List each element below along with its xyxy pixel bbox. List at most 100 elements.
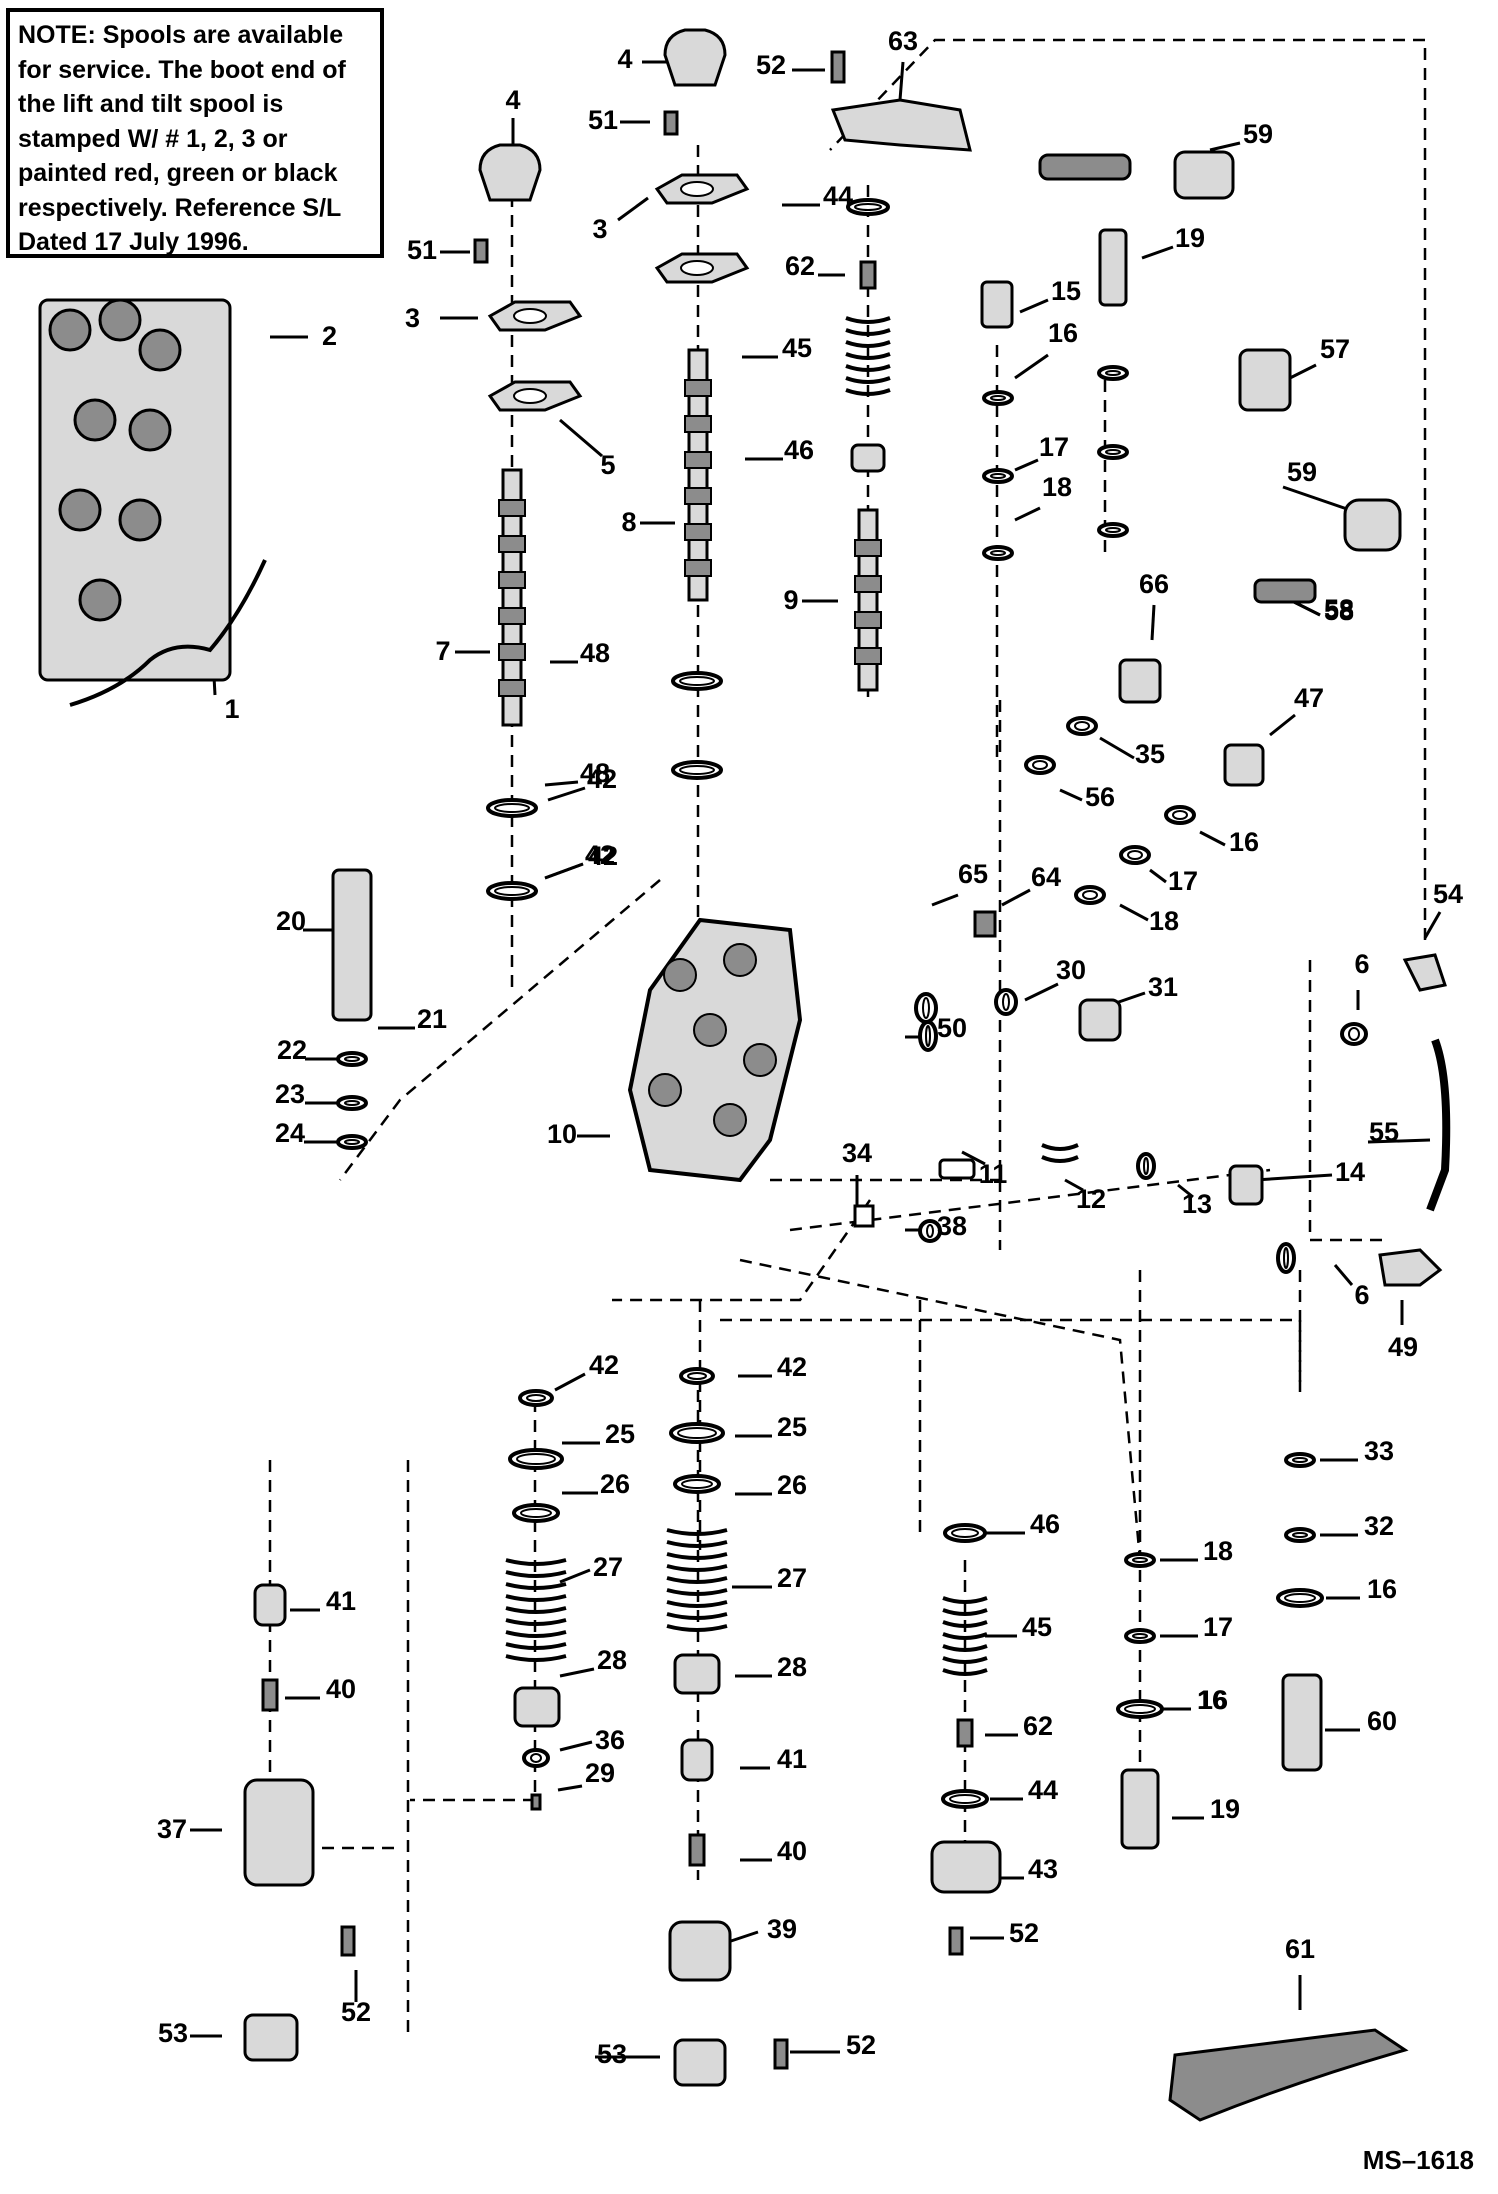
- callout-62: 62: [785, 251, 815, 281]
- o-ring-16-inner: [1284, 1593, 1316, 1603]
- leader-line: [1282, 485, 1351, 512]
- seal-42-inner: [679, 765, 715, 775]
- callout-55: 55: [1369, 1117, 1399, 1147]
- fitting-47: [1223, 743, 1265, 787]
- leader-line: [544, 862, 584, 880]
- plate-5-hole: [680, 260, 714, 276]
- callout-13: 13: [1182, 1189, 1212, 1219]
- tee-49: [1378, 1248, 1443, 1287]
- leader-line: [1333, 1264, 1354, 1286]
- o-ring-inner: [1105, 370, 1121, 376]
- cap-46-inner: [951, 1528, 979, 1538]
- spring-45: [845, 316, 891, 396]
- callout-41: 41: [777, 1744, 807, 1774]
- note-line-6: respectively. Reference S/L: [18, 193, 342, 222]
- leader-line: [1059, 788, 1083, 802]
- leader-line: [1141, 245, 1174, 260]
- body-port: [693, 1013, 727, 1047]
- callout-4: 4: [617, 44, 632, 74]
- spool-7-land: [498, 571, 526, 589]
- leader-line: [559, 1740, 593, 1752]
- callout-42: 42: [585, 840, 615, 870]
- callout-18: 18: [1203, 1536, 1233, 1566]
- leader-line: [544, 780, 579, 787]
- o-ring-16-inner: [1124, 1704, 1156, 1714]
- callout-1: 1: [224, 694, 239, 724]
- leader-line: [727, 1930, 759, 1944]
- callout-6: 6: [1354, 1280, 1369, 1310]
- plate-3-hole: [513, 308, 547, 324]
- callout-19: 19: [1175, 223, 1205, 253]
- spool-8-land: [684, 559, 712, 577]
- callout-59: 59: [1287, 457, 1317, 487]
- callout-26: 26: [777, 1470, 807, 1500]
- leader-line: [559, 1568, 591, 1584]
- port-circle: [128, 408, 172, 452]
- leader-line: [559, 418, 603, 458]
- callout-51: 51: [407, 235, 437, 265]
- callout-3: 3: [405, 303, 420, 333]
- callout-14: 14: [1335, 1157, 1365, 1187]
- callout-59: 59: [1243, 119, 1273, 149]
- o-ring-inner: [1082, 890, 1098, 900]
- drawing-number: MS–1618: [1362, 2145, 1474, 2175]
- retainer-28: [673, 1653, 721, 1695]
- port-circle: [58, 488, 102, 532]
- valve-body-10: [627, 917, 803, 1183]
- callout-5: 5: [600, 450, 615, 480]
- callout-25: 25: [777, 1412, 807, 1442]
- spool-9-land: [854, 539, 882, 557]
- screw-52: [773, 2038, 789, 2070]
- washer-48-inner: [679, 676, 715, 686]
- callout-17: 17: [1039, 432, 1069, 462]
- callout-60: 60: [1367, 1706, 1397, 1736]
- o-ring-inner: [990, 395, 1006, 401]
- screw-51: [663, 110, 679, 136]
- note-line-2: for service. The boot end of: [18, 55, 346, 84]
- callout-17: 17: [1203, 1612, 1233, 1642]
- spool-8-land: [684, 523, 712, 541]
- leader-line: [617, 196, 649, 222]
- leader-line: [554, 1372, 586, 1392]
- note-line-4: stamped W/ # 1, 2, 3 or: [18, 124, 288, 153]
- bracket-curve: [69, 559, 267, 707]
- leader-line: [1289, 363, 1317, 380]
- note-line-7: Dated 17 July 1996.: [18, 228, 249, 256]
- leader-line: [1099, 736, 1135, 760]
- valve-60: [1281, 1673, 1323, 1772]
- callout-24: 24: [275, 1118, 305, 1148]
- valve-58: [1038, 153, 1132, 181]
- screw-40: [688, 1833, 706, 1867]
- callout-3: 3: [592, 214, 607, 244]
- callout-58: 58: [1324, 594, 1354, 624]
- cartridge-19: [1120, 1768, 1160, 1850]
- o-ring-inner: [1105, 527, 1121, 533]
- leader-line: [1150, 604, 1156, 641]
- callout-16: 16: [1367, 1574, 1397, 1604]
- spool-8-land: [684, 415, 712, 433]
- callout-47: 47: [1294, 683, 1324, 713]
- boot-37: [243, 1778, 315, 1887]
- relief-valve-20: [331, 868, 373, 1022]
- leader-line: [961, 1150, 986, 1166]
- callout-12: 12: [1076, 1184, 1106, 1214]
- plug-41: [253, 1583, 287, 1627]
- leader-line: [1269, 713, 1296, 737]
- spool-8-land: [684, 451, 712, 469]
- callout-28: 28: [597, 1645, 627, 1675]
- callout-42: 42: [588, 841, 618, 871]
- spring-12: [1041, 1143, 1079, 1163]
- callout-16: 16: [1229, 827, 1259, 857]
- leader-line: [898, 61, 905, 101]
- callout-27: 27: [777, 1563, 807, 1593]
- spool-7-land: [498, 499, 526, 517]
- leader-line: [1019, 298, 1049, 314]
- callout-37: 37: [157, 1814, 187, 1844]
- leader-line: [1209, 141, 1241, 152]
- o-ring-inner: [990, 473, 1006, 479]
- callout-64: 64: [1031, 862, 1061, 892]
- callout-9: 9: [783, 585, 798, 615]
- leader-line: [931, 893, 959, 907]
- callout-34: 34: [842, 1138, 872, 1168]
